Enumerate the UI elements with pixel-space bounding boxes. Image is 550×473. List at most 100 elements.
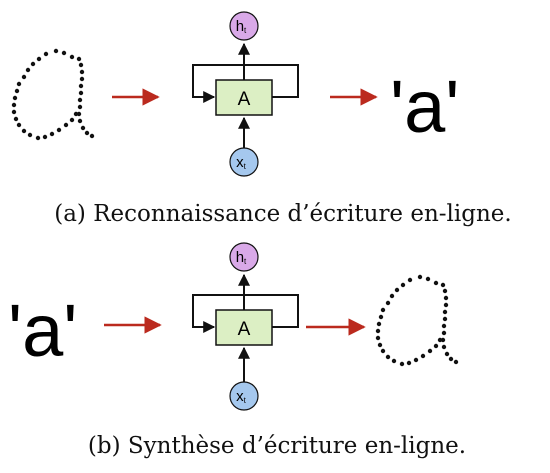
trajectory-point bbox=[69, 54, 75, 60]
rnn-cell-label-a: A bbox=[238, 89, 251, 110]
trajectory-point bbox=[441, 344, 447, 350]
trajectory-point bbox=[84, 130, 90, 136]
trajectory-point bbox=[380, 348, 386, 354]
output-sub-a: t bbox=[244, 26, 247, 35]
output-label-b: h bbox=[236, 249, 244, 266]
trajectory-point bbox=[427, 348, 433, 354]
trajectory-point bbox=[437, 337, 443, 343]
trajectory-point bbox=[413, 357, 419, 363]
trajectory-point bbox=[399, 361, 405, 367]
trajectory-point bbox=[13, 116, 19, 122]
trajectory-point bbox=[89, 133, 95, 139]
trajectory-point bbox=[49, 131, 55, 137]
trajectory-point bbox=[420, 353, 426, 359]
trajectory-point bbox=[25, 67, 31, 73]
trajectory-point bbox=[73, 111, 79, 117]
trajectory-point bbox=[441, 323, 447, 329]
trajectory-point bbox=[27, 132, 33, 138]
trajectory-point bbox=[443, 295, 449, 301]
rnn-cell-b: A xt ht bbox=[192, 242, 299, 411]
input-character: 'a' bbox=[8, 289, 77, 372]
panel-recognition: A xt ht 'a' bbox=[11, 11, 459, 177]
trajectory-point bbox=[375, 335, 381, 341]
caption-synthesis: (b) Synthèse d’écriture en-ligne. bbox=[87, 433, 467, 459]
trajectory-point bbox=[63, 122, 69, 128]
trajectory-point bbox=[43, 51, 49, 57]
trajectory-point bbox=[35, 135, 41, 141]
trajectory-point bbox=[77, 118, 83, 124]
trajectory-point bbox=[433, 343, 439, 349]
output-node-a: ht bbox=[229, 11, 259, 41]
trajectory-point bbox=[79, 76, 85, 82]
output-node-b: ht bbox=[229, 242, 259, 272]
trajectory-point bbox=[385, 354, 391, 360]
trajectory-point bbox=[441, 330, 447, 336]
trajectory-point bbox=[14, 88, 20, 94]
input-label-a: x bbox=[236, 154, 244, 171]
trajectory-point bbox=[443, 302, 449, 308]
trajectory-point bbox=[11, 109, 17, 115]
rnn-cell-label-b: A bbox=[238, 319, 251, 340]
trajectory-point bbox=[440, 282, 446, 288]
trajectory-point bbox=[42, 134, 48, 140]
trajectory-point bbox=[433, 280, 439, 286]
handwritten-trajectory-a bbox=[11, 48, 95, 141]
svg-text:ht: ht bbox=[236, 249, 247, 266]
trajectory-point bbox=[12, 95, 18, 101]
output-sub-b: t bbox=[244, 257, 247, 266]
trajectory-point bbox=[80, 125, 86, 131]
trajectory-point bbox=[394, 287, 400, 293]
trajectory-point bbox=[69, 117, 75, 123]
trajectory-point bbox=[61, 50, 67, 56]
svg-text:ht: ht bbox=[236, 18, 247, 35]
recurrent-loop-b bbox=[192, 294, 299, 333]
trajectory-point bbox=[77, 97, 83, 103]
trajectory-point bbox=[380, 307, 386, 313]
trajectory-point bbox=[56, 127, 62, 133]
trajectory-point bbox=[76, 56, 82, 62]
input-sub-a: t bbox=[244, 162, 247, 171]
trajectory-point bbox=[21, 128, 27, 134]
trajectory-point bbox=[378, 314, 384, 320]
svg-text:xt: xt bbox=[236, 154, 247, 171]
trajectory-point bbox=[406, 360, 412, 366]
trajectory-point bbox=[21, 74, 27, 80]
trajectory-point bbox=[442, 288, 448, 294]
trajectory-point bbox=[78, 90, 84, 96]
rnn-cell-a: A xt ht bbox=[192, 11, 299, 177]
trajectory-point bbox=[417, 274, 423, 280]
trajectory-point bbox=[78, 62, 84, 68]
trajectory-point bbox=[444, 351, 450, 357]
output-label-a: h bbox=[236, 18, 244, 35]
panel-synthesis: 'a' A xt ht bbox=[8, 242, 459, 411]
trajectory-point bbox=[11, 102, 17, 108]
trajectory-point bbox=[16, 122, 22, 128]
trajectory-point bbox=[30, 61, 36, 67]
input-label-b: x bbox=[236, 388, 244, 405]
input-node-a: xt bbox=[229, 147, 259, 177]
trajectory-point bbox=[78, 83, 84, 89]
input-node-b: xt bbox=[229, 381, 259, 411]
trajectory-point bbox=[425, 276, 431, 282]
trajectory-point bbox=[36, 56, 42, 62]
trajectory-point bbox=[375, 328, 381, 334]
trajectory-point bbox=[442, 316, 448, 322]
trajectory-point bbox=[77, 104, 83, 110]
trajectory-point bbox=[442, 309, 448, 315]
recognized-character: 'a' bbox=[390, 65, 459, 148]
trajectory-point bbox=[376, 321, 382, 327]
trajectory-point bbox=[407, 277, 413, 283]
trajectory-point bbox=[391, 358, 397, 364]
trajectory-point bbox=[377, 342, 383, 348]
handwritten-trajectory-b bbox=[375, 274, 459, 367]
trajectory-point bbox=[448, 356, 454, 362]
input-sub-b: t bbox=[244, 396, 247, 405]
trajectory-point bbox=[16, 81, 22, 87]
svg-text:xt: xt bbox=[236, 388, 247, 405]
trajectory-point bbox=[79, 69, 85, 75]
trajectory-point bbox=[453, 359, 459, 365]
trajectory-point bbox=[389, 293, 395, 299]
recurrent-loop-a bbox=[192, 64, 299, 103]
trajectory-point bbox=[400, 282, 406, 288]
